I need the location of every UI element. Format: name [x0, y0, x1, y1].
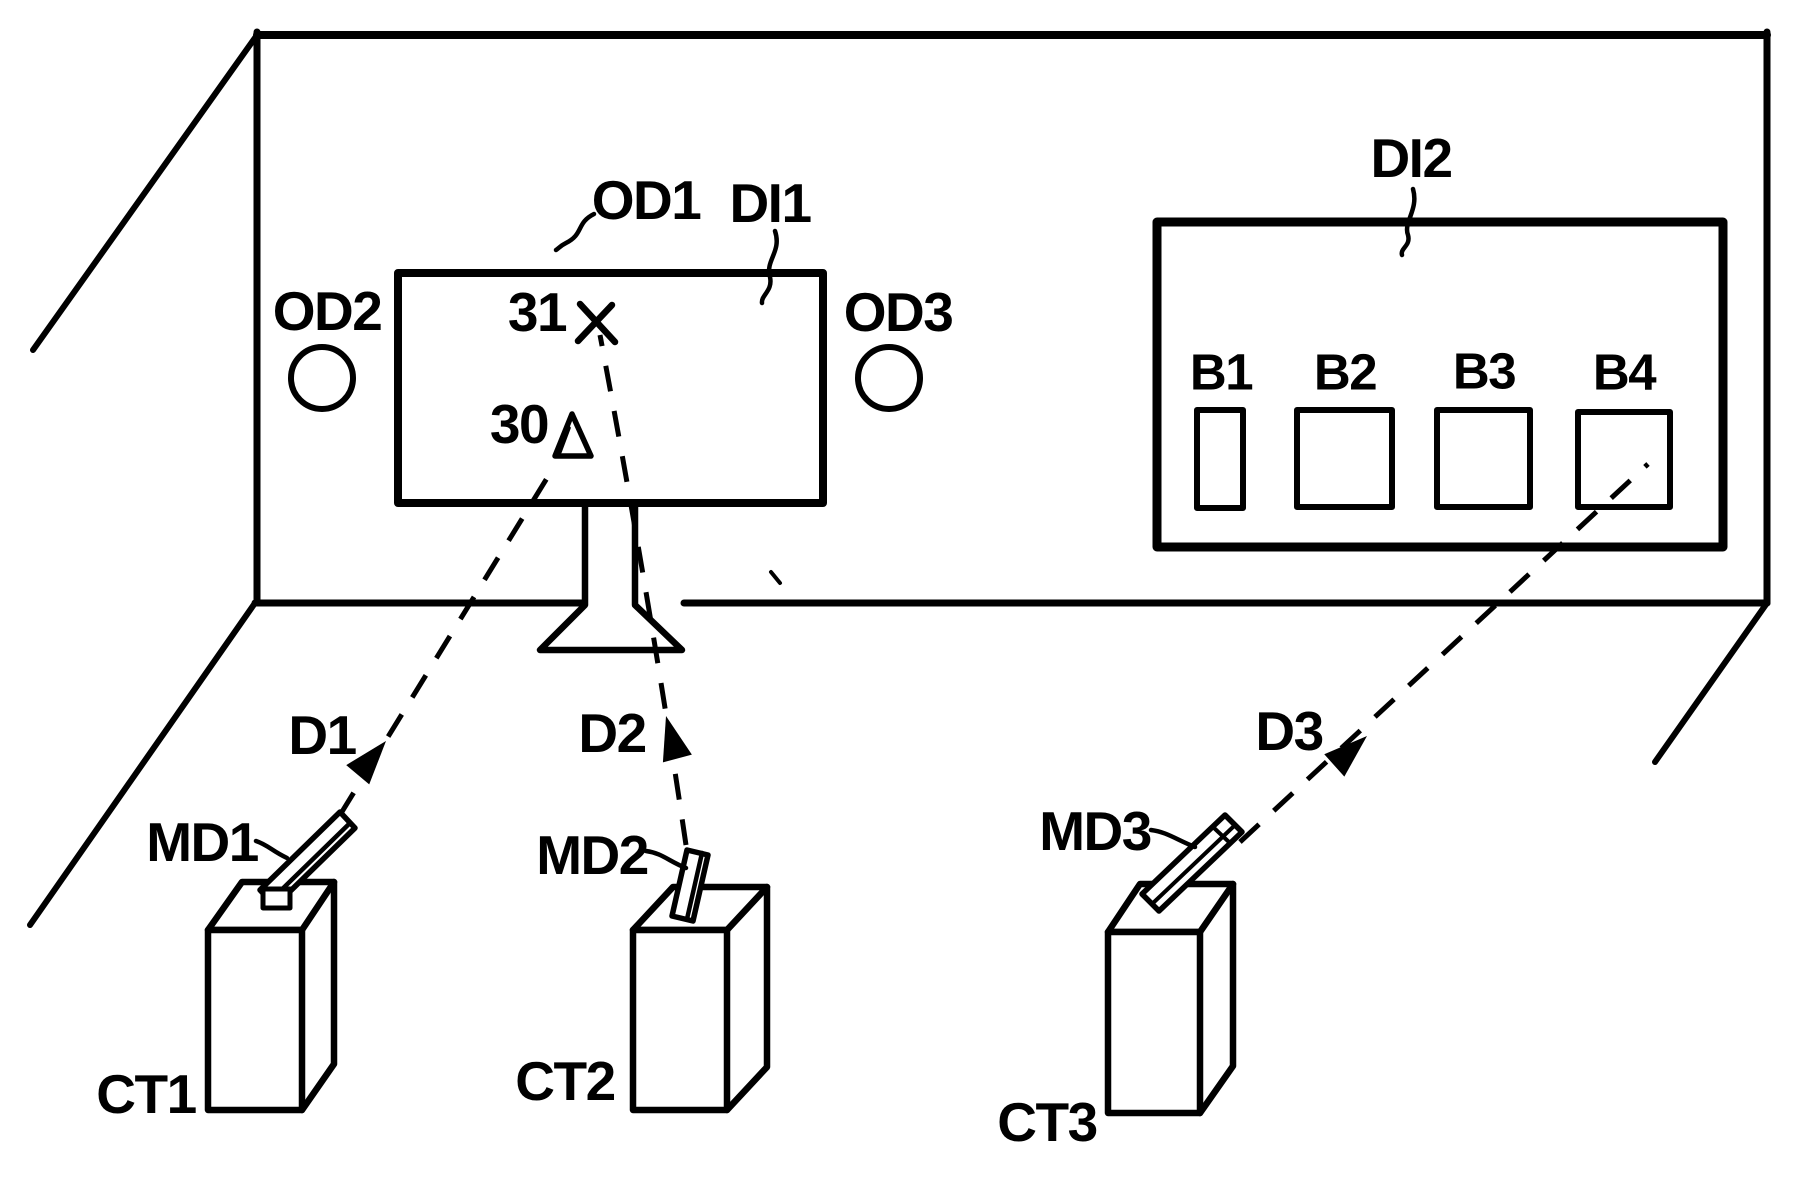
button-b3 [1434, 407, 1533, 510]
od3-detector-circle [855, 344, 923, 412]
ct2-front-face [629, 926, 731, 1114]
ray-d1-arrowhead [346, 741, 386, 785]
label-d1: D1 [288, 704, 356, 766]
leader-lines [253, 186, 1417, 871]
label-di2: DI2 [1370, 127, 1451, 189]
di1-leader-line [759, 228, 779, 306]
label-ct2: CT2 [515, 1050, 614, 1112]
pointing-rays [337, 334, 1650, 846]
ct2-side-face [723, 883, 771, 1114]
device-md2-edge [684, 850, 705, 922]
cross-marker-stroke-2 [574, 301, 616, 345]
label-b4: B4 [1593, 344, 1657, 401]
od2-detector-circle [288, 344, 356, 412]
md3-leader-line [1148, 827, 1198, 850]
od1-leader-line [553, 211, 597, 253]
md1-leader-line [253, 838, 290, 861]
ct3-side-face [1196, 880, 1237, 1117]
controller-ct1 [204, 809, 358, 1114]
label-b3: B3 [1453, 343, 1515, 400]
ct3-front-face [1104, 928, 1204, 1117]
wall-fold-bottom-right [1652, 600, 1770, 765]
device-md1-slot [260, 886, 293, 911]
stray-ink-mark [769, 570, 782, 585]
md2-leader-line [643, 848, 689, 871]
device-md3-nib-line [1211, 825, 1232, 845]
button-b1 [1194, 407, 1246, 511]
ray-d3-arrowhead [1324, 736, 1367, 777]
device-md3-edge [1150, 825, 1235, 906]
wall-outline [27, 28, 1771, 928]
label-md1: MD1 [146, 811, 259, 873]
label-ct3: CT3 [997, 1091, 1096, 1153]
label-b1: B1 [1190, 344, 1252, 401]
cross-marker-31 [574, 300, 619, 346]
label-b2: B2 [1314, 344, 1376, 401]
triangle-marker-inner-edge [558, 426, 571, 454]
label-marker-30: 30 [490, 393, 548, 455]
controller-ct3 [1104, 812, 1245, 1117]
ct1-side-face [298, 878, 338, 1114]
label-od2: OD2 [273, 280, 382, 342]
display1-stand [536, 499, 686, 654]
di2-leader-line [1399, 186, 1417, 258]
label-ct1: CT1 [96, 1063, 196, 1125]
display2-panel-group [1152, 217, 1728, 552]
label-md2: MD2 [536, 824, 648, 886]
triangle-marker-outline [552, 411, 594, 459]
ray-d2-arrowhead [662, 716, 692, 763]
button-b4 [1575, 409, 1673, 510]
button-b2 [1294, 407, 1395, 510]
label-d3: D3 [1255, 700, 1322, 762]
wall-fold-bottom-left [27, 600, 258, 928]
ray-d3 [1238, 462, 1650, 844]
triangle-marker-30 [552, 411, 594, 459]
wall-fold-top-left [30, 32, 260, 353]
label-od1: OD1 [592, 169, 702, 231]
label-md3: MD3 [1039, 800, 1151, 862]
label-di1: DI1 [729, 172, 811, 234]
ray-d2 [597, 334, 689, 846]
label-d2: D2 [578, 702, 645, 764]
label-marker-31: 31 [508, 281, 567, 343]
label-od3: OD3 [844, 281, 953, 343]
controller-ct2 [629, 847, 771, 1114]
ct1-front-face [204, 926, 306, 1114]
